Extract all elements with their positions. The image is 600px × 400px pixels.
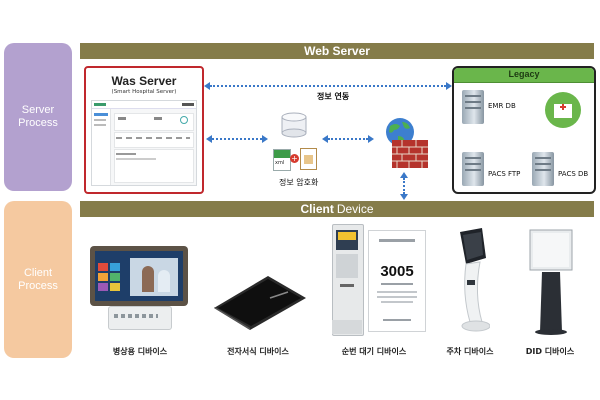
- client-device-title-thin: Device: [336, 202, 374, 216]
- was-encryption-arrow: [212, 138, 262, 140]
- client-process-label: Client Process: [4, 201, 72, 358]
- xml-file-icon: xml: [273, 149, 291, 171]
- esign-device-image: [208, 268, 308, 330]
- encryption-firewall-arrow: [328, 138, 368, 140]
- integration-arrow-right-head: [446, 82, 452, 90]
- integration-arrow-left-head: [204, 82, 210, 90]
- client-process-line2: Process: [18, 279, 58, 292]
- was-dashboard-screenshot: [91, 100, 197, 186]
- pacs-ftp-label: PACS FTP: [488, 170, 521, 178]
- esign-device-label: 전자서식 디바이스: [227, 347, 289, 356]
- emr-server-icon: [462, 90, 484, 124]
- encryption-firewall-arrow-right-head: [368, 135, 374, 143]
- encryption-label: 정보 암호화: [279, 178, 319, 187]
- web-server-banner: Web Server: [80, 43, 594, 59]
- parking-device-label: 주차 디바이스: [446, 347, 494, 356]
- parking-device-image: [450, 228, 491, 334]
- client-process-line1: Client: [23, 266, 53, 279]
- queue-number-screen: 3005: [368, 230, 426, 332]
- firewall-client-arrow-bottom-head: [400, 194, 408, 200]
- was-encryption-arrow-right-head: [262, 135, 268, 143]
- legacy-box: Legacy EMR DB PACS FTP PACS DB: [452, 66, 596, 194]
- client-device-banner: Client Device: [80, 201, 594, 217]
- did-device-label: DID 디바이스: [525, 347, 575, 356]
- encryption-firewall-arrow-left-head: [322, 135, 328, 143]
- plus-icon: +: [290, 154, 299, 163]
- queue-number: 3005: [380, 263, 414, 280]
- xml-file-label: xml: [275, 160, 285, 166]
- server-process-line2: Process: [18, 117, 58, 129]
- hospital-icon: [545, 92, 581, 128]
- queue-device-label: 순번 대기 디바이스: [341, 347, 407, 356]
- client-device-title-bold: Client: [300, 202, 334, 216]
- server-process-line1: Server: [21, 104, 55, 116]
- legacy-title: Legacy: [508, 69, 540, 79]
- pacs-db-server-icon: [532, 152, 554, 186]
- pacs-db-label: PACS DB: [558, 170, 589, 178]
- document-icon: [300, 148, 317, 170]
- was-encryption-arrow-left-head: [206, 135, 212, 143]
- integration-label: 정보 연동: [317, 92, 350, 101]
- legacy-header: [454, 68, 594, 83]
- firewall-icon: [378, 116, 430, 170]
- was-server-subtitle: (Smart Hospital Server): [111, 89, 177, 95]
- emr-db-label: EMR DB: [488, 102, 516, 110]
- bedside-device-label: 병상용 디바이스: [112, 347, 168, 356]
- queue-kiosk-image: [332, 224, 364, 336]
- server-process-label: Server Process: [4, 43, 72, 191]
- database-cylinder-icon: [281, 112, 307, 138]
- did-device-image: [528, 228, 574, 336]
- was-server-box: Was Server (Smart Hospital Server): [84, 66, 204, 194]
- firewall-client-arrow: [403, 178, 405, 194]
- bedside-device-image: [90, 246, 188, 332]
- integration-arrow: [210, 85, 446, 87]
- web-server-title: Web Server: [304, 44, 370, 58]
- pacs-ftp-server-icon: [462, 152, 484, 186]
- was-server-title: Was Server: [111, 74, 177, 88]
- firewall-client-arrow-top-head: [400, 172, 408, 178]
